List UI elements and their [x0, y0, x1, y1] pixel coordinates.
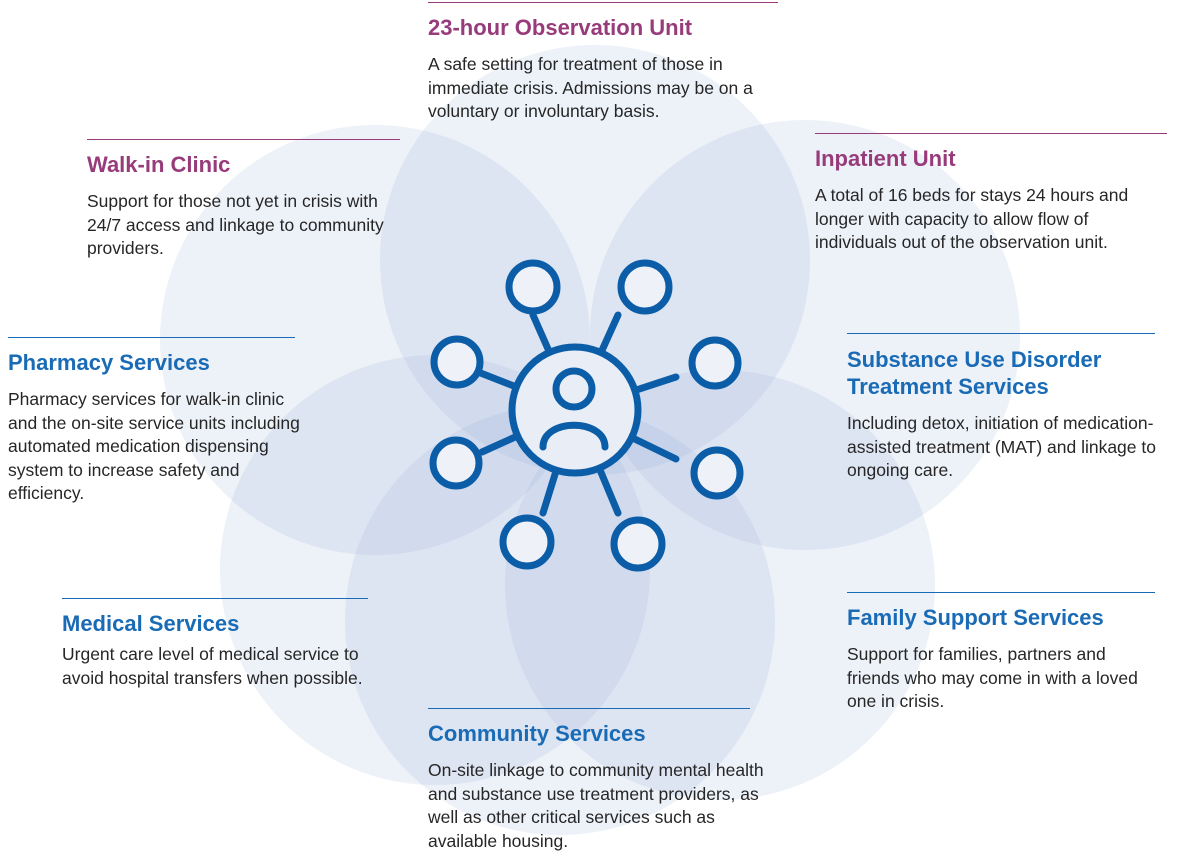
petals — [160, 45, 1020, 835]
pharmacy-description: Pharmacy services for walk-in clinic and… — [8, 389, 300, 503]
petal-bottom — [345, 405, 775, 835]
medical-title: Medical Services — [62, 611, 240, 636]
inpatient-description: A total of 16 beds for stays 24 hours an… — [815, 185, 1129, 252]
observation-title: 23-hour Observation Unit — [428, 15, 693, 40]
petal-lower-right — [505, 370, 935, 800]
community-title: Community Services — [428, 721, 646, 746]
service-medical: Medical Services Urgent care level of me… — [62, 598, 368, 690]
family-divider — [847, 592, 1155, 593]
petal-upper-right — [590, 120, 1020, 550]
service-family-support: Family Support Services Support for fami… — [847, 592, 1155, 714]
pharmacy-title: Pharmacy Services — [8, 350, 210, 375]
service-walk-in-clinic: Walk-in Clinic Support for those not yet… — [87, 139, 400, 261]
medical-description: Urgent care level of medical service to … — [62, 644, 363, 688]
service-inpatient-unit: Inpatient Unit A total of 16 beds for st… — [815, 133, 1167, 255]
inpatient-divider — [815, 133, 1167, 134]
observation-divider — [428, 2, 778, 3]
service-community: Community Services On-site linkage to co… — [428, 708, 764, 853]
network-person-icon — [429, 259, 744, 572]
walkin-title: Walk-in Clinic — [87, 152, 231, 177]
family-description: Support for families, partners and frien… — [847, 644, 1138, 711]
service-observation-unit: 23-hour Observation Unit A safe setting … — [428, 2, 778, 124]
community-description: On-site linkage to community mental heal… — [428, 760, 764, 851]
observation-description: A safe setting for treatment of those in… — [428, 54, 753, 121]
walkin-description: Support for those not yet in crisis with… — [87, 191, 384, 258]
substance-description: Including detox, initiation of medicatio… — [847, 413, 1156, 480]
substance-divider — [847, 333, 1155, 334]
substance-title: Substance Use Disorder Treatment Service… — [847, 347, 1102, 399]
service-pharmacy: Pharmacy Services Pharmacy services for … — [8, 337, 300, 506]
family-title: Family Support Services — [847, 605, 1104, 630]
petal-upper-left — [160, 125, 590, 555]
community-divider — [428, 708, 750, 709]
pharmacy-divider — [8, 337, 295, 338]
medical-divider — [62, 598, 368, 599]
service-substance-use: Substance Use Disorder Treatment Service… — [847, 333, 1156, 483]
walkin-divider — [87, 139, 400, 140]
inpatient-title: Inpatient Unit — [815, 146, 956, 171]
